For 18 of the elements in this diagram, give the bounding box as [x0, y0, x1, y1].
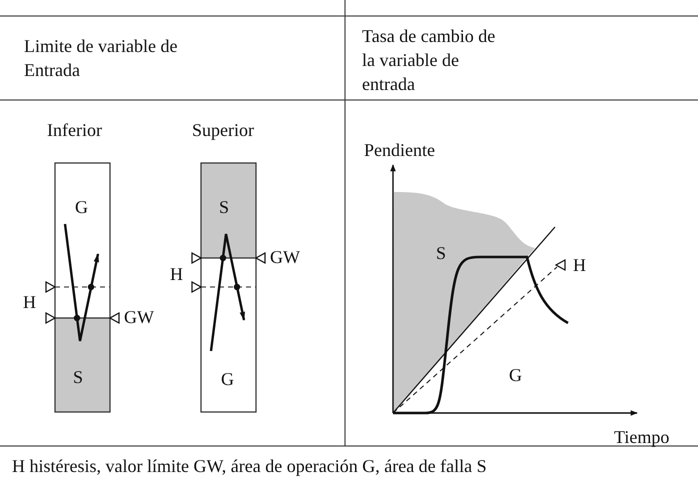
axis-title: Tiempo: [614, 427, 670, 448]
caption-note: H histéresis, valor límite GW, área de operación G, área de falla S: [12, 456, 487, 477]
bar-title: Superior: [192, 120, 254, 141]
area-label: G: [509, 365, 522, 386]
bar-title: Inferior: [47, 120, 102, 141]
axis-title: Pendiente: [364, 140, 435, 161]
column-header: Tasa de cambio de la variable de entrada: [362, 25, 496, 96]
area-label: S: [219, 197, 230, 218]
column-header: Limite de variable de Entrada: [24, 35, 178, 82]
limit-label: GW: [124, 307, 154, 328]
area-label: S: [73, 367, 84, 388]
area-label: G: [221, 369, 234, 390]
area-label: S: [436, 243, 446, 264]
hysteresis-label: H: [170, 264, 183, 285]
limit-label: GW: [270, 247, 300, 268]
area-label: G: [75, 197, 88, 218]
hysteresis-label: H: [573, 255, 586, 276]
hysteresis-label: H: [23, 292, 36, 313]
